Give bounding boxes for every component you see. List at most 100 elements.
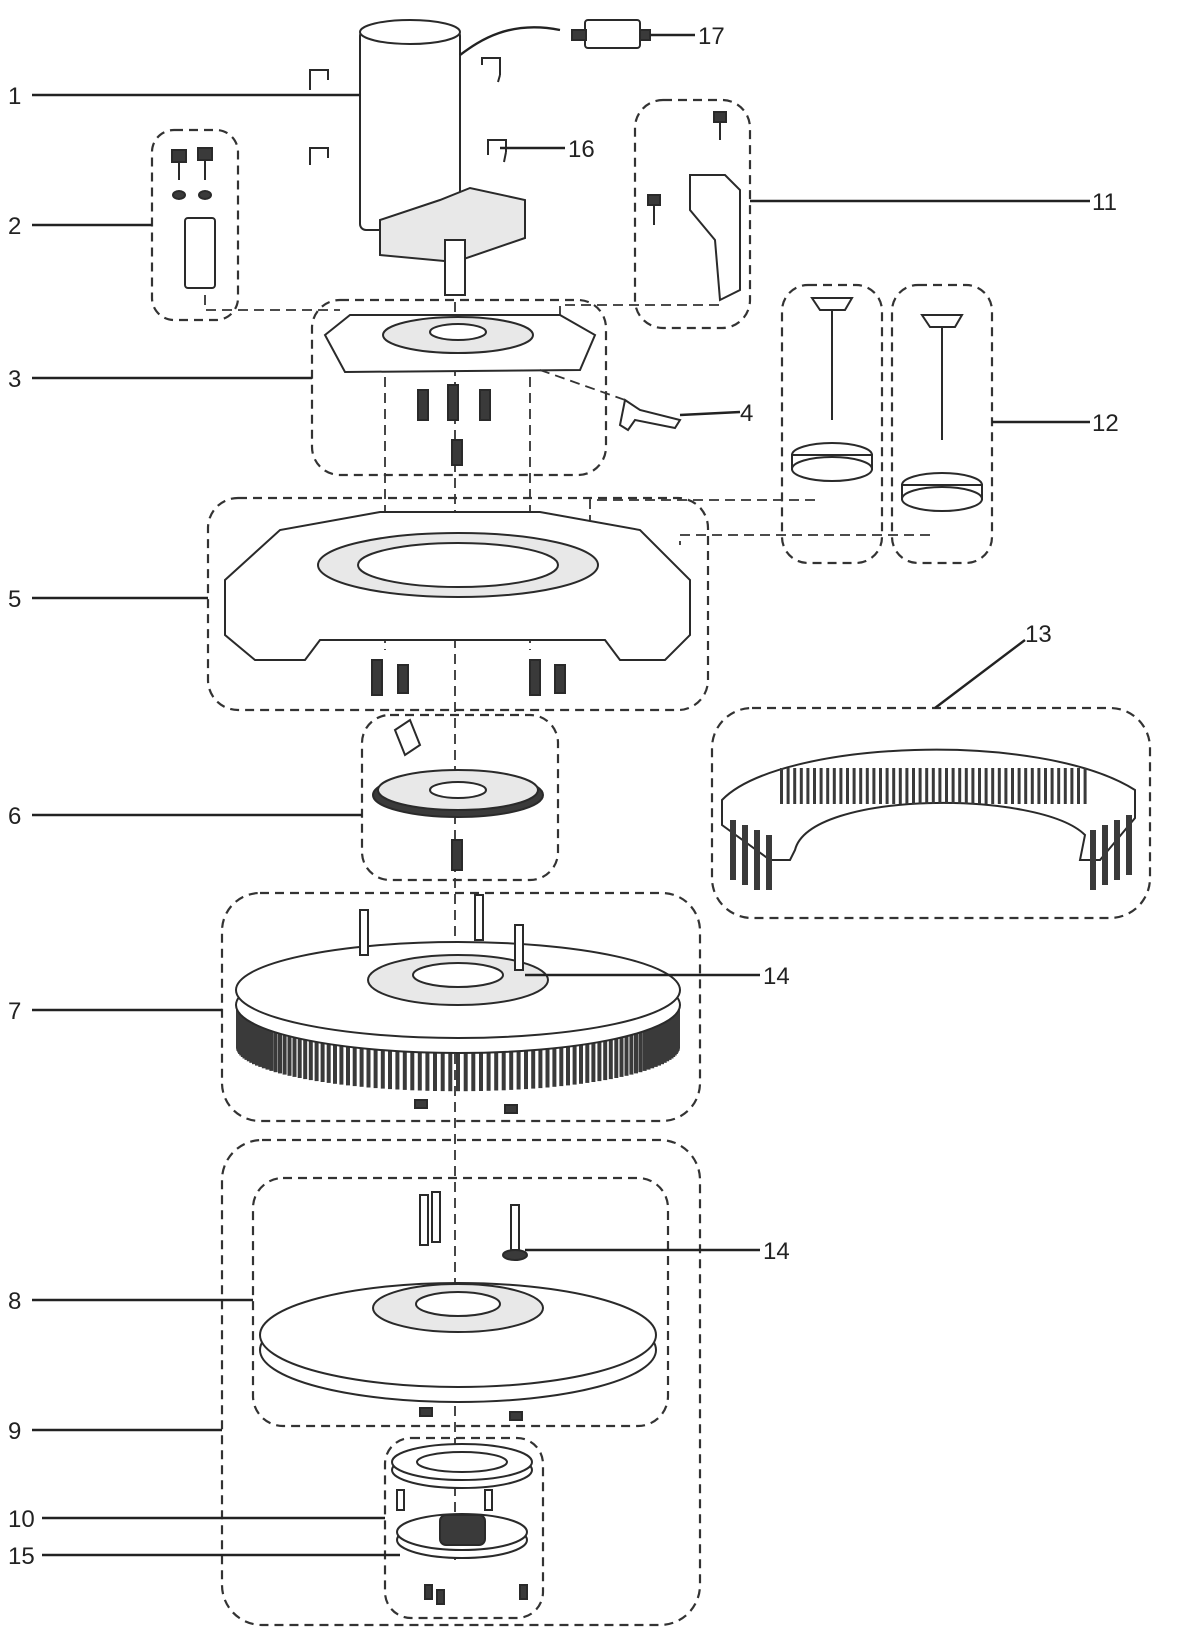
- brush-bristle: [265, 1021, 270, 1070]
- brush-bristle: [516, 1041, 521, 1090]
- brush-bristle: [619, 1028, 624, 1077]
- brush-bristle: [494, 1042, 499, 1091]
- brush-bristle: [292, 1028, 297, 1077]
- brush-bristle: [662, 1014, 667, 1063]
- brush-bristle: [501, 1042, 506, 1091]
- skirt-bristle: [865, 768, 869, 804]
- skirt-bristle: [1030, 768, 1034, 804]
- brush-bristle: [608, 1031, 613, 1080]
- brush-bristle: [629, 1026, 634, 1075]
- brush-bristle: [282, 1026, 287, 1075]
- brush-bristle: [255, 1017, 259, 1066]
- brush-bristle: [479, 1043, 483, 1091]
- brush-bristle: [524, 1041, 528, 1090]
- clip-parts: [309, 57, 507, 165]
- skirt-bristle: [1017, 768, 1021, 804]
- callout-7: 7: [8, 998, 21, 1025]
- callout-13: 13: [1025, 621, 1052, 648]
- brush-bristle: [650, 1020, 655, 1069]
- skirt-bristle: [885, 768, 889, 804]
- brush-bristle: [252, 1016, 256, 1065]
- brush-bristle: [287, 1027, 292, 1076]
- brush-bristle: [642, 1022, 647, 1071]
- skirt-bristle: [786, 768, 790, 804]
- brush-bristle: [395, 1041, 400, 1090]
- brush-bristle: [545, 1039, 550, 1088]
- skirt-bristle: [1004, 768, 1008, 804]
- brush-bristle: [346, 1037, 350, 1086]
- skirt-bristle: [1044, 768, 1047, 804]
- callout-16: 16: [568, 136, 595, 163]
- brush-bristle: [320, 1034, 325, 1082]
- brush-bristle: [388, 1041, 392, 1090]
- brush-bristle: [646, 1021, 651, 1070]
- group-6-clutch-plate: [360, 713, 560, 882]
- brush-bristle: [559, 1038, 564, 1087]
- brush-bristle: [244, 1011, 249, 1060]
- skirt-bristle: [958, 768, 962, 804]
- skirt-bristle: [1077, 768, 1080, 804]
- callout-10: 10: [8, 1506, 35, 1533]
- brush-bristle: [585, 1034, 590, 1083]
- skirt-bristle: [892, 768, 896, 804]
- skirt-bristle: [832, 768, 836, 804]
- callout-3: 3: [8, 366, 21, 393]
- callout-11: 11: [1092, 189, 1117, 216]
- brush-bristle: [269, 1022, 274, 1071]
- skirt-bristle: [938, 768, 942, 804]
- group-9-pad-driver-assembly: [220, 1138, 702, 1627]
- brush-bristle: [676, 1000, 680, 1048]
- brush-bristle: [531, 1040, 536, 1089]
- brush-bristle: [425, 1042, 430, 1091]
- brush-bristle: [380, 1040, 385, 1089]
- brush-bristle: [326, 1034, 331, 1083]
- brush-bristle: [660, 1016, 664, 1065]
- brush-bristle: [314, 1033, 319, 1082]
- skirt-bristle: [971, 768, 975, 804]
- brush-bristle: [366, 1039, 371, 1088]
- brush-bristle: [352, 1038, 357, 1087]
- brush-bristle: [638, 1024, 643, 1073]
- callout-12: 12: [1092, 410, 1119, 437]
- skirt-bristle: [978, 768, 981, 804]
- skirt-bristle: [991, 768, 995, 804]
- brush-bristle: [463, 1043, 468, 1092]
- skirt-bristle: [846, 768, 849, 804]
- brush-bristles: [236, 1000, 680, 1092]
- brush-bristle: [552, 1038, 557, 1087]
- group-7-scrub-brush: [220, 891, 702, 1123]
- group-11-bracket: [633, 98, 752, 330]
- callout-9: 9: [8, 1418, 21, 1445]
- callout-17: 17: [698, 23, 725, 50]
- skirt-bristle: [898, 768, 902, 804]
- callout-8: 8: [8, 1288, 21, 1315]
- brush-bristle: [258, 1018, 263, 1067]
- brush-bristle: [417, 1042, 422, 1091]
- brush-bristle: [597, 1033, 602, 1082]
- group-2-bracket: [150, 128, 240, 322]
- skirt-bristle: [905, 768, 909, 804]
- skirt-bristle: [1024, 768, 1028, 804]
- brush-bristle: [591, 1034, 596, 1082]
- skirt-bristle: [1063, 768, 1067, 804]
- callout-14-upper: 14: [763, 963, 790, 990]
- skirt-bristle: [1083, 768, 1087, 804]
- brush-bristle: [566, 1037, 570, 1086]
- callout-4: 4: [740, 400, 753, 427]
- brush-bristle: [297, 1030, 302, 1078]
- callout-2: 2: [8, 213, 21, 240]
- callout-5: 5: [8, 586, 21, 613]
- brush-bristle: [665, 1013, 670, 1062]
- brush-bristle: [373, 1040, 378, 1089]
- skirt-bristle: [964, 768, 968, 804]
- skirt-bristle: [799, 768, 803, 804]
- brush-bristle: [333, 1035, 337, 1084]
- brush-bristle: [624, 1027, 629, 1076]
- callout-15: 15: [8, 1543, 35, 1570]
- brush-bristle: [509, 1041, 514, 1090]
- brush-bristle: [440, 1043, 445, 1092]
- skirt-bristle: [793, 768, 797, 804]
- skirt-bristle: [826, 768, 830, 804]
- skirt-bristle: [813, 768, 816, 804]
